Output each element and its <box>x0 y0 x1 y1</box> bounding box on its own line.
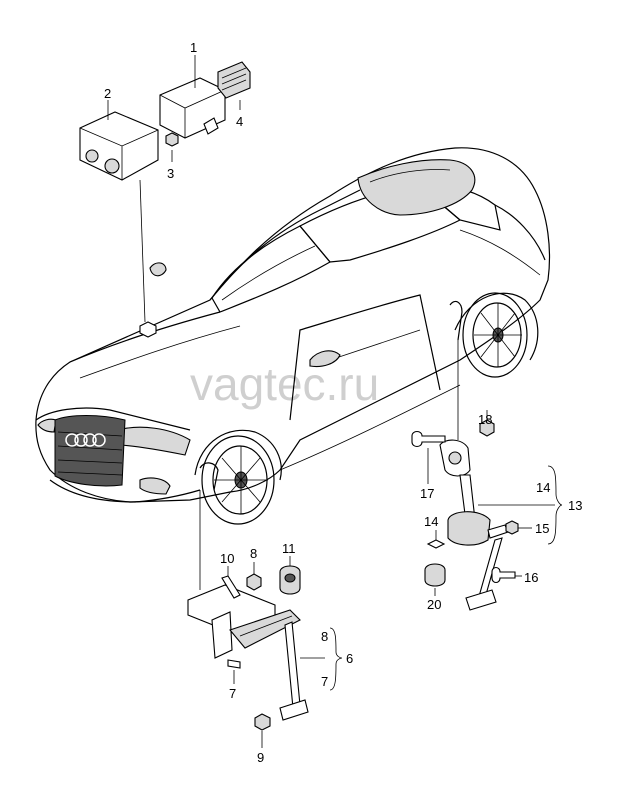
nut-8 <box>246 573 262 591</box>
callout-1: 1 <box>190 40 197 55</box>
callout-9: 9 <box>257 750 264 765</box>
front-wheel <box>201 435 275 525</box>
coupling-rod <box>284 621 301 709</box>
bolt-10 <box>221 575 241 599</box>
front-sensor-mark <box>199 462 219 491</box>
callout-6: 6 <box>346 651 353 666</box>
rear-wheel <box>462 292 528 378</box>
cap-20 <box>424 563 446 587</box>
nut-15 <box>505 520 519 535</box>
grille <box>54 415 126 487</box>
rear-sensor-mark <box>449 300 463 341</box>
callout-16: 16 <box>524 570 538 585</box>
bolt-7 <box>227 659 241 669</box>
nut-9 <box>254 713 271 731</box>
callout-17: 17 <box>420 486 434 501</box>
callout-8-brace: 8 <box>321 629 328 644</box>
callout-18: 18 <box>478 412 492 427</box>
bracket <box>79 111 159 181</box>
rear-level-sensor <box>447 511 491 546</box>
callout-4: 4 <box>236 114 243 129</box>
bolt-16 <box>491 566 516 584</box>
callout-3: 3 <box>167 166 174 181</box>
bolt-17 <box>411 430 446 448</box>
callout-20: 20 <box>427 597 441 612</box>
hexagon-marker <box>139 321 157 338</box>
car-illustration <box>35 147 551 525</box>
watermark: vagtec.ru <box>190 358 379 410</box>
bolt-14 <box>426 539 446 549</box>
control-unit-group <box>79 55 251 323</box>
front-level-sensor-group <box>187 490 343 748</box>
callout-14: 14 <box>424 514 438 529</box>
connector <box>217 61 251 99</box>
rear-level-sensor-group <box>411 340 563 611</box>
callout-8: 8 <box>250 546 257 561</box>
callout-14-brace: 14 <box>536 480 550 495</box>
nut-3 <box>165 132 179 147</box>
callout-15: 15 <box>535 521 549 536</box>
callout-7: 7 <box>229 686 236 701</box>
callout-11: 11 <box>282 541 296 556</box>
callout-10: 10 <box>220 551 234 566</box>
callout-7-brace: 7 <box>321 674 328 689</box>
callout-2: 2 <box>104 86 111 101</box>
callout-13: 13 <box>568 498 582 513</box>
audi-rings-logo <box>65 433 106 447</box>
